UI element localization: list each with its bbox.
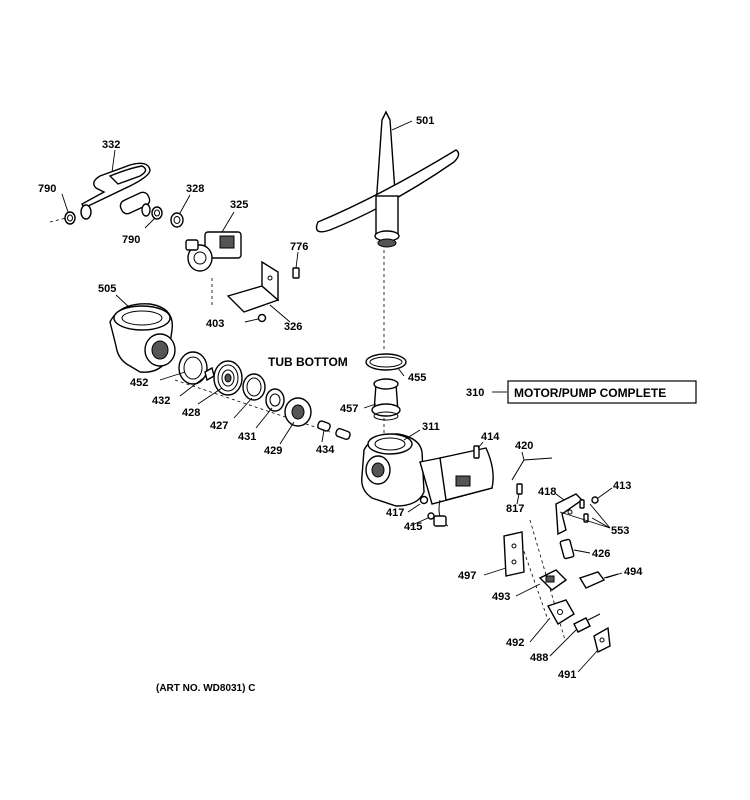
callouts: 332 790 790 328 325 776 403 326 505 501 … [38, 115, 643, 681]
label-492: 492 [506, 637, 524, 649]
part-325-valve [185, 231, 242, 272]
label-415: 415 [404, 521, 422, 533]
label-427: 427 [210, 420, 228, 432]
part-501-spray-arm [315, 110, 460, 248]
guide-lines [49, 217, 566, 641]
label-426: 426 [592, 548, 610, 560]
part-413-screw [591, 496, 599, 504]
label-403: 403 [206, 318, 224, 330]
label-817: 817 [506, 503, 524, 515]
part-332-tube [80, 162, 151, 220]
part-493-switch [538, 569, 568, 591]
leader-lines [61, 120, 623, 673]
label-434: 434 [316, 444, 335, 456]
label-417: 417 [386, 507, 404, 519]
part-415-screw [427, 512, 435, 520]
label-494: 494 [624, 566, 643, 578]
label-310: 310 [466, 387, 484, 399]
part-790-clamp-right [151, 206, 163, 220]
part-429-impeller [284, 397, 312, 427]
part-491-bracket [593, 626, 611, 654]
label-501: 501 [416, 115, 434, 127]
label-332: 332 [102, 139, 120, 151]
part-497-bracket [503, 531, 525, 577]
label-413: 413 [613, 480, 631, 492]
label-431: 431 [238, 431, 256, 443]
label-452: 452 [130, 377, 148, 389]
part-505-sump [109, 303, 176, 373]
part-403-screw [257, 313, 267, 323]
part-457-tube [371, 378, 401, 421]
label-420: 420 [515, 440, 533, 452]
part-431-seal [265, 388, 285, 412]
part-492-cover [546, 599, 575, 625]
label-328: 328 [186, 183, 204, 195]
part-452-ring [178, 351, 208, 385]
label-497: 497 [458, 570, 476, 582]
part-414-screw [473, 445, 480, 459]
label-457: 457 [340, 403, 358, 415]
motor-pump-complete-label: MOTOR/PUMP COMPLETE [514, 386, 666, 400]
part-328-ring [170, 212, 184, 228]
label-432: 432 [152, 395, 170, 407]
part-417-washer [419, 495, 429, 505]
label-505: 505 [98, 283, 116, 295]
part-426-clip [559, 538, 575, 560]
label-776: 776 [290, 241, 308, 253]
part-434-shaft-seal [317, 420, 351, 441]
label-790-right: 790 [122, 234, 140, 246]
label-553: 553 [611, 525, 629, 537]
part-790-clamp-left [64, 211, 76, 225]
part-817-screw [516, 483, 523, 495]
label-790-left: 790 [38, 183, 56, 195]
part-311-motor [419, 447, 494, 527]
part-488-clip [573, 613, 601, 633]
label-414: 414 [481, 431, 500, 443]
part-326-bracket [226, 260, 280, 313]
tub-bottom-label: TUB BOTTOM [268, 355, 348, 369]
part-776-screw [292, 267, 300, 279]
label-429: 429 [264, 445, 282, 457]
part-311-pump-housing [361, 433, 425, 507]
part-455-seal [365, 353, 407, 371]
motor-pump-complete-box: MOTOR/PUMP COMPLETE [507, 380, 697, 404]
label-325: 325 [230, 199, 248, 211]
label-455: 455 [408, 372, 426, 384]
label-491: 491 [558, 669, 576, 681]
part-428-impeller [213, 360, 243, 396]
part-420-rod [511, 457, 553, 481]
label-418: 418 [538, 486, 556, 498]
label-428: 428 [182, 407, 200, 419]
part-427-ring [242, 373, 266, 401]
label-493: 493 [492, 591, 510, 603]
art-number: (ART NO. WD8031) C [156, 683, 255, 694]
label-326: 326 [284, 321, 302, 333]
label-311: 311 [422, 421, 440, 433]
part-418-bracket [555, 493, 584, 536]
part-494-sensor [578, 571, 619, 589]
label-488: 488 [530, 652, 548, 664]
